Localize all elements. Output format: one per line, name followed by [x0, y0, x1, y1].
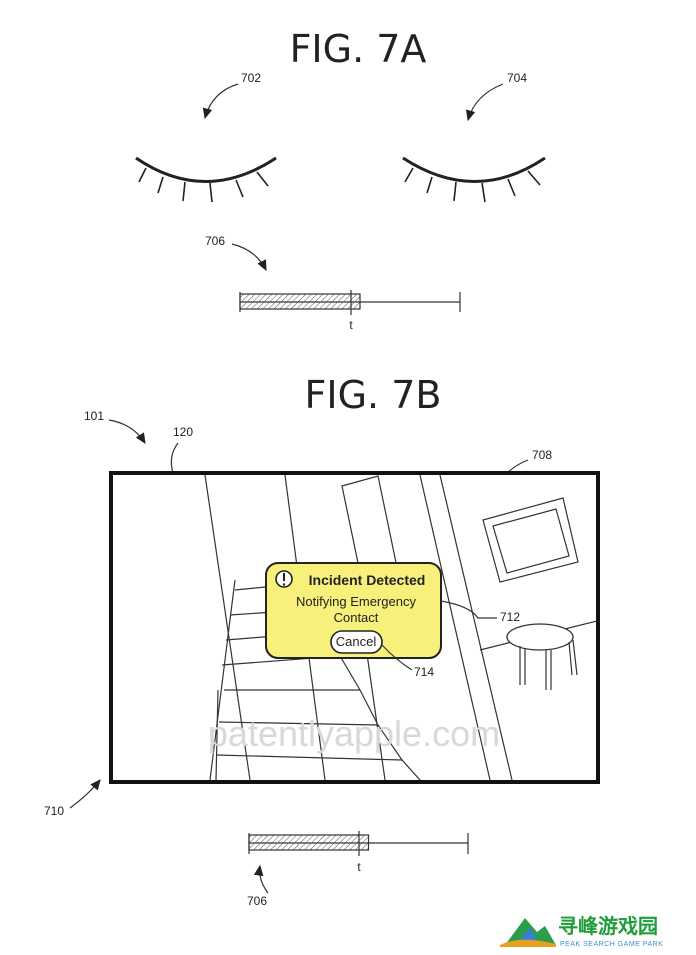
incident-popup: Incident Detected Notifying Emergency Co… — [265, 562, 442, 659]
logo-text-cn: 寻峰游戏园 — [558, 914, 658, 938]
ref-714: 714 — [414, 665, 434, 679]
popup-background — [265, 562, 442, 659]
arrow-704 — [465, 83, 504, 122]
closed-eye-right-icon — [402, 156, 546, 203]
ref-706-b: 706 — [247, 894, 267, 908]
timeline-b: t — [248, 831, 469, 874]
timeline-b-elapsed — [248, 834, 370, 851]
popup-line-1: Notifying Emergency — [296, 594, 416, 609]
timeline-b-marker-label: t — [357, 860, 361, 874]
logo-text-en: PEAK SEARCH GAME PARK — [560, 941, 663, 948]
timeline-a-elapsed — [239, 293, 361, 310]
cancel-button-label: Cancel — [336, 634, 377, 649]
ref-706-a: 706 — [205, 234, 225, 248]
timeline-a: t — [239, 290, 461, 332]
popup-title: Incident Detected — [309, 572, 426, 588]
closed-eye-left-icon — [135, 156, 277, 203]
arrow-710 — [69, 779, 101, 809]
leader-120 — [170, 442, 179, 474]
site-logo: 寻峰游戏园 PEAK SEARCH GAME PARK — [496, 905, 696, 955]
ref-708: 708 — [532, 448, 552, 462]
watermark: patentlyapple.com — [208, 713, 500, 754]
exclamation-icon — [275, 570, 293, 588]
leader-712 — [440, 600, 497, 619]
ref-712: 712 — [500, 610, 520, 624]
arrow-706-a — [231, 243, 267, 272]
ref-710: 710 — [44, 804, 64, 818]
arrow-101 — [108, 419, 146, 445]
fig-7b-title: FIG. 7B — [305, 373, 442, 417]
leader-714 — [381, 644, 413, 671]
timeline-a-marker-label: t — [349, 318, 353, 332]
arrow-706-b — [253, 864, 269, 894]
ref-704: 704 — [507, 71, 527, 85]
fig-7a-title: FIG. 7A — [290, 27, 427, 71]
arrow-702 — [202, 83, 239, 120]
ref-120: 120 — [173, 425, 193, 439]
popup-line-2: Contact — [334, 610, 379, 625]
cancel-button[interactable]: Cancel — [330, 630, 383, 654]
ref-101: 101 — [84, 409, 104, 423]
ref-702: 702 — [241, 71, 261, 85]
